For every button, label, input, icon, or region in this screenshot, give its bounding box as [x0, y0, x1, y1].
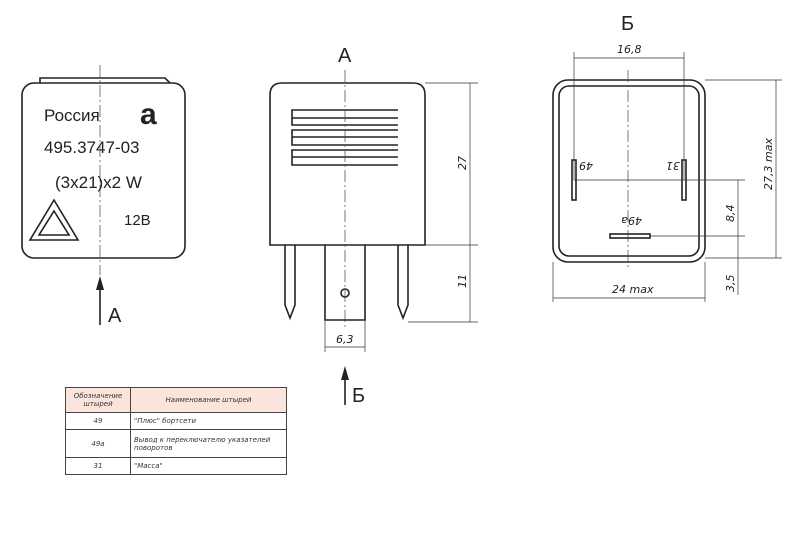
section-label-a: А [108, 305, 122, 327]
pin-name: Вывод к переключателю указателей поворот… [130, 429, 287, 458]
dim-27-3-max: 27,3 max [762, 138, 775, 190]
pin-code: 49а [65, 429, 131, 458]
pin-right [397, 245, 409, 321]
voltage-text: 12В [124, 212, 151, 229]
arrow-head-icon [96, 276, 104, 290]
pin-name: "Масса" [130, 457, 287, 475]
view-label-a: А [338, 45, 352, 67]
pin-name: "Плюс" бортсети [130, 412, 287, 430]
rating-text: (3x21)x2 W [55, 173, 142, 192]
header-pin-code: Обозначение штырей [65, 387, 131, 413]
pin-label-31: 31 [666, 159, 680, 172]
pin-code: 49 [65, 412, 131, 430]
bottom-view: Б 49 31 49a 16,8 27,3 max 8,4 3,5 24 max [552, 13, 782, 302]
dim-8-4: 8,4 [724, 205, 737, 223]
warning-triangle-icon [28, 198, 80, 241]
relay-body-side [269, 82, 426, 246]
arrow-head-icon [341, 366, 349, 380]
dim-11: 11 [456, 274, 469, 288]
front-view: Россия а 495.3747-03 (3x21)x2 W 12В А [21, 65, 186, 327]
relay-body-bottom [552, 79, 706, 263]
side-view: А 27 11 6,3 Б [269, 45, 478, 407]
dim-27: 27 [456, 156, 469, 170]
table-row: 49а Вывод к переключателю указателей пов… [65, 429, 287, 458]
dim-6-3: 6,3 [336, 333, 354, 346]
pin-left [284, 245, 296, 321]
dim-3-5: 3,5 [724, 275, 737, 293]
table-row: 31 "Масса" [65, 457, 287, 475]
relay-body-front [21, 82, 186, 259]
logo-mark: а [140, 98, 157, 131]
header-pin-name: Наименование штырей [130, 387, 287, 413]
dim-16-8: 16,8 [617, 43, 642, 56]
table-row: 49 "Плюс" бортсети [65, 412, 287, 430]
section-label-b: Б [352, 385, 365, 407]
dim-24-max: 24 max [612, 283, 654, 296]
table-header: Обозначение штырей Наименование штырей [65, 387, 287, 413]
pin-center [324, 245, 366, 321]
country-text: Россия [44, 106, 100, 125]
pin-label-49a: 49a [621, 214, 642, 227]
pin-table: Обозначение штырей Наименование штырей 4… [65, 387, 287, 475]
part-number: 495.3747-03 [44, 138, 139, 157]
view-label-b: Б [621, 13, 634, 35]
top-rim [39, 77, 171, 84]
pin-code: 31 [65, 457, 131, 475]
pin-label-49: 49 [579, 159, 593, 172]
